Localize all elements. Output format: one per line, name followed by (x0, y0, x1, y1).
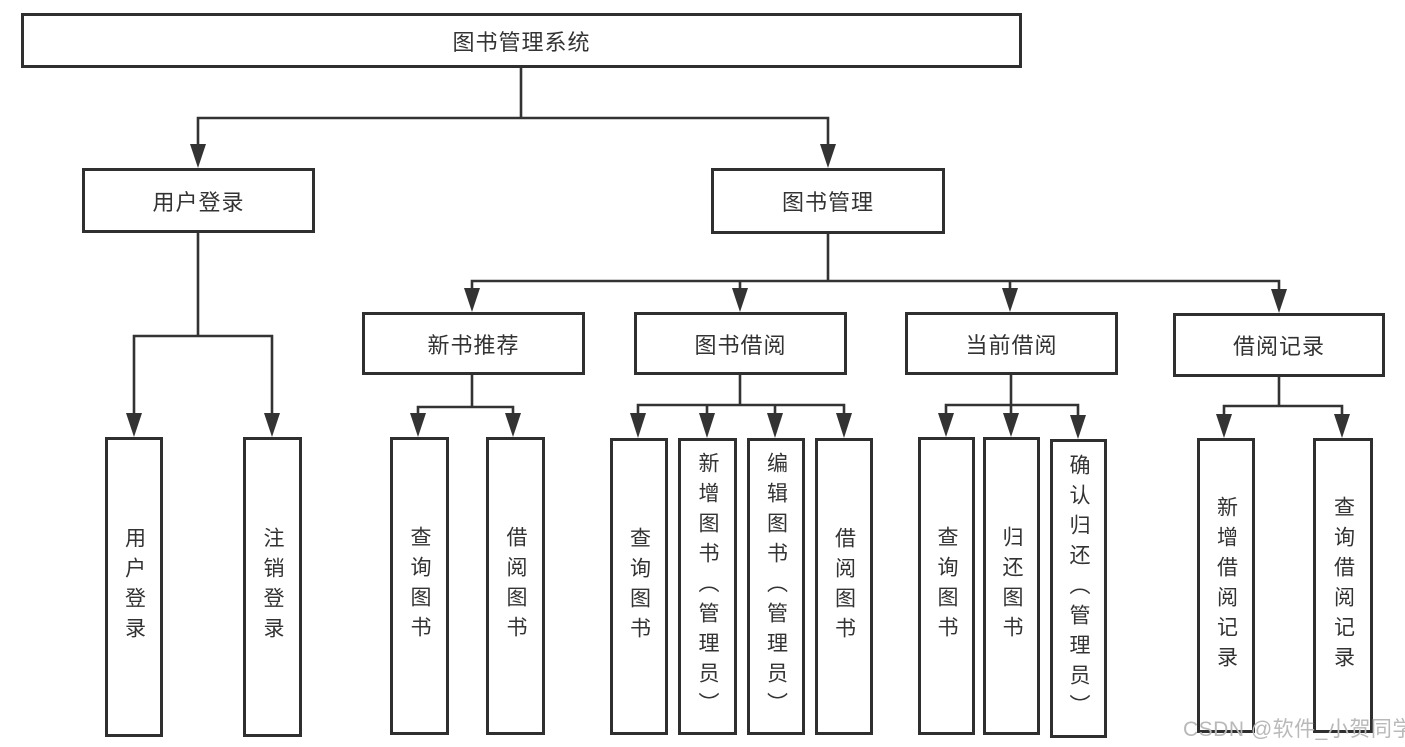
node-book-management: 图书管理 (711, 168, 945, 234)
leaf-query-books-borrow: 查询图书 (610, 438, 668, 735)
leaf-user-login-label: 用户登录 (122, 527, 146, 647)
leaf-add-borrow-record-label: 新增借阅记录 (1214, 495, 1238, 676)
leaf-borrow-books-recommend: 借阅图书 (486, 437, 545, 735)
leaf-query-books-borrow-label: 查询图书 (627, 526, 651, 647)
csdn-watermark: CSDN @软件_小贺同学 (1183, 718, 1405, 741)
node-book-borrow-label: 图书借阅 (694, 332, 787, 358)
node-current-borrow: 当前借阅 (905, 312, 1118, 375)
node-borrow-records-label: 借阅记录 (1232, 334, 1325, 359)
node-borrow-records: 借阅记录 (1173, 313, 1385, 377)
node-new-book-recommend-label: 新书推荐 (427, 332, 520, 358)
leaf-add-book-admin: 新增图书（管理员） (678, 438, 737, 735)
node-root: 图书管理系统 (21, 13, 1022, 68)
node-book-borrow: 图书借阅 (634, 312, 847, 375)
node-user-login: 用户登录 (82, 168, 315, 233)
leaf-query-borrow-record-label: 查询借阅记录 (1331, 495, 1355, 676)
leaf-confirm-return-admin: 确认归还（管理员） (1050, 439, 1107, 738)
leaf-edit-book-admin-label: 编辑图书（管理员） (764, 451, 788, 722)
leaf-query-books-recommend: 查询图书 (390, 437, 449, 735)
node-root-label: 图书管理系统 (452, 29, 591, 55)
node-book-management-label: 图书管理 (781, 190, 874, 215)
leaf-user-login: 用户登录 (105, 437, 163, 737)
leaf-confirm-return-admin-label: 确认归还（管理员） (1067, 453, 1090, 724)
leaf-return-book-label: 归还图书 (1000, 526, 1023, 646)
leaf-borrow-books-label: 借阅图书 (832, 526, 856, 647)
leaf-borrow-books-recommend-label: 借阅图书 (504, 526, 527, 646)
leaf-add-book-admin-label: 新增图书（管理员） (696, 451, 719, 722)
leaf-query-books-recommend-label: 查询图书 (408, 526, 431, 646)
leaf-query-books-current-label: 查询图书 (935, 526, 958, 646)
node-new-book-recommend: 新书推荐 (362, 312, 585, 375)
leaf-logout: 注销登录 (243, 437, 302, 737)
leaf-query-borrow-record: 查询借阅记录 (1313, 438, 1373, 733)
leaf-add-borrow-record: 新增借阅记录 (1197, 438, 1255, 733)
node-user-login-label: 用户登录 (152, 189, 245, 215)
leaf-borrow-books: 借阅图书 (815, 438, 873, 735)
leaf-query-books-current: 查询图书 (918, 437, 975, 735)
node-current-borrow-label: 当前借阅 (965, 332, 1058, 358)
leaf-logout-label: 注销登录 (261, 527, 284, 647)
leaf-return-book: 归还图书 (983, 437, 1040, 735)
leaf-edit-book-admin: 编辑图书（管理员） (747, 438, 805, 735)
